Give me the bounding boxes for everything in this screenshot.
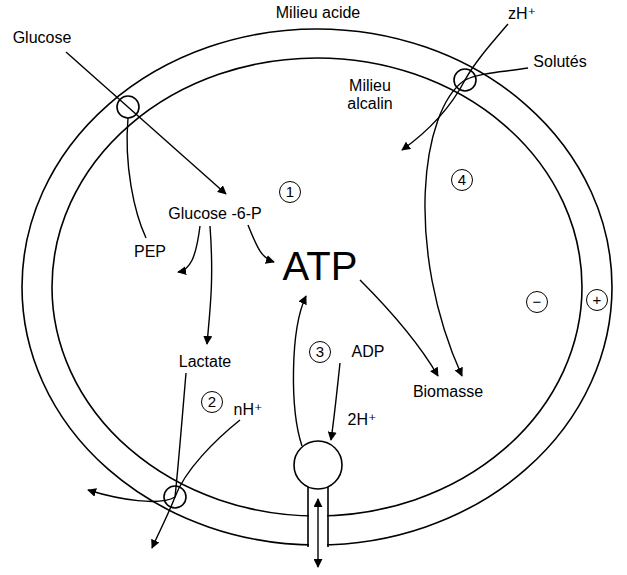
atp-synthase-stalk: [327, 487, 329, 547]
proton-uptake-arrow: [402, 24, 508, 150]
ion-label: nH⁺: [234, 401, 263, 419]
region-label: Milieu alcalin: [339, 77, 401, 114]
cell-membrane-inner: [52, 58, 582, 516]
atp-arrow: [248, 225, 274, 262]
biomass-arrow: [360, 280, 438, 376]
proton-flow-arrow: [317, 499, 318, 567]
lactate-arrow: [207, 226, 212, 344]
pep-line: [127, 118, 146, 238]
lactate-export-arrow: [88, 373, 186, 501]
callout-number: 4: [451, 169, 473, 191]
proton-export-arrow: [152, 420, 240, 548]
metabolite-label: Lactate: [179, 353, 231, 371]
substrate-label: Glucose: [13, 29, 72, 47]
callout-number: 3: [309, 341, 331, 363]
metabolite-label: Glucose -6-P: [168, 205, 261, 223]
ion-label: 2H⁺: [348, 411, 377, 429]
node-text: 1: [286, 184, 294, 201]
callout-number: 2: [201, 391, 223, 413]
node-text: 3: [316, 344, 324, 361]
atp-synthesis-arrow: [293, 296, 306, 446]
solute-arrow: [425, 68, 528, 376]
pep-arrow: [178, 226, 200, 272]
substrate-label: Solutés: [533, 53, 586, 71]
ion-label: zH⁺: [508, 5, 536, 23]
atp-synthase-head: [294, 441, 342, 489]
glucose-arrow: [66, 52, 226, 194]
adp-arrow: [331, 363, 340, 440]
cell-wall-outer: [22, 29, 612, 545]
metabolite-label: PEP: [134, 243, 166, 261]
region-label: Milieu acide: [276, 4, 360, 22]
energy-label: ATP: [283, 243, 358, 289]
charge-symbol: −: [526, 291, 548, 313]
node-text: +: [593, 292, 602, 309]
node-text: −: [533, 294, 542, 311]
product-label: Biomasse: [413, 383, 483, 401]
node-text: 4: [458, 172, 466, 189]
node-text: 2: [208, 394, 216, 411]
callout-number: 1: [279, 181, 301, 203]
charge-symbol: +: [586, 289, 608, 311]
atp-synthase-stalk: [307, 487, 309, 547]
metabolite-label: ADP: [352, 343, 385, 361]
